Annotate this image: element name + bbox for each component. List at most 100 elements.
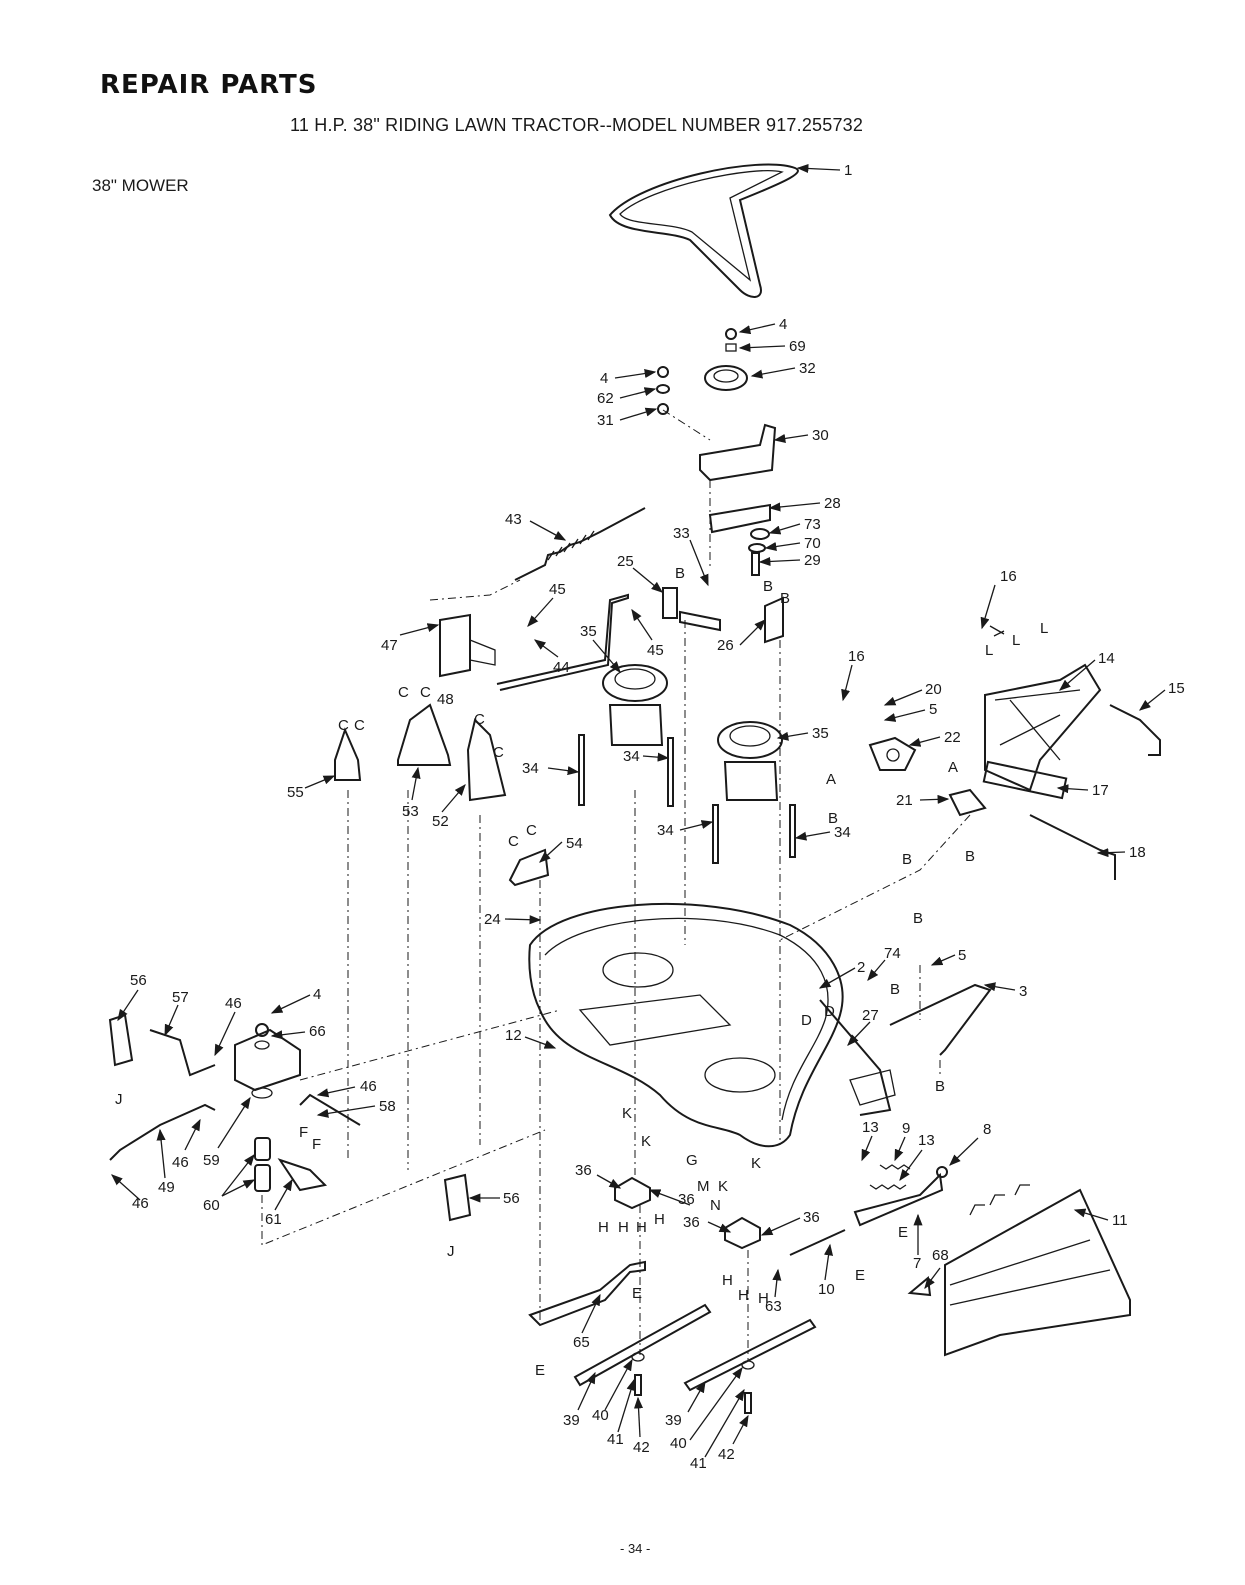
ref-letter: C bbox=[420, 684, 431, 701]
callout-4: 4 bbox=[313, 986, 321, 1003]
callout-41: 41 bbox=[607, 1431, 624, 1448]
ref-letter: F bbox=[312, 1136, 321, 1153]
callout-66: 66 bbox=[309, 1023, 326, 1040]
ref-letter: H bbox=[758, 1290, 769, 1307]
callout-11: 11 bbox=[1112, 1212, 1128, 1229]
callout-44: 44 bbox=[553, 659, 570, 676]
callout-17: 17 bbox=[1092, 782, 1109, 799]
ref-letter: K bbox=[751, 1155, 761, 1172]
callout-68: 68 bbox=[932, 1247, 949, 1264]
ref-letter: B bbox=[913, 910, 923, 927]
callout-8: 8 bbox=[983, 1121, 991, 1138]
callout-61: 61 bbox=[265, 1211, 282, 1228]
callout-32: 32 bbox=[799, 360, 816, 377]
ref-letter: C bbox=[338, 717, 349, 734]
callout-46: 46 bbox=[360, 1078, 377, 1095]
callout-34: 34 bbox=[623, 748, 640, 765]
callout-45: 45 bbox=[549, 581, 566, 598]
callout-35: 35 bbox=[580, 623, 597, 640]
callout-28: 28 bbox=[824, 495, 841, 512]
callout-7: 7 bbox=[913, 1255, 921, 1272]
callout-69: 69 bbox=[789, 338, 806, 355]
reference-letters: B B B L L L C C C C C C C C A A B B B B … bbox=[115, 565, 1048, 1379]
callout-26: 26 bbox=[717, 637, 734, 654]
ref-letter: H bbox=[636, 1219, 647, 1236]
callout-31: 31 bbox=[597, 412, 614, 429]
callout-43: 43 bbox=[505, 511, 522, 528]
callout-16: 16 bbox=[848, 648, 865, 665]
callout-36: 36 bbox=[803, 1209, 820, 1226]
ref-letter: C bbox=[526, 822, 537, 839]
ref-letter: B bbox=[965, 848, 975, 865]
callout-4: 4 bbox=[600, 370, 608, 387]
ref-letter: C bbox=[508, 833, 519, 850]
front-link-arm bbox=[889, 983, 992, 1056]
ref-letter: E bbox=[632, 1285, 642, 1302]
arm-bracket bbox=[439, 613, 496, 678]
lift-link-rod bbox=[496, 593, 629, 691]
spindle-pulley-right bbox=[717, 721, 783, 801]
ref-letter: H bbox=[738, 1287, 749, 1304]
ref-letter: B bbox=[763, 578, 773, 595]
ref-letter: K bbox=[641, 1133, 651, 1150]
left-linkage-parts bbox=[108, 1013, 472, 1222]
callout-34: 34 bbox=[657, 822, 674, 839]
ref-letter: E bbox=[535, 1362, 545, 1379]
ref-letter: E bbox=[855, 1267, 865, 1284]
assembly-lines bbox=[261, 409, 971, 1360]
callout-47: 47 bbox=[381, 637, 398, 654]
callout-22: 22 bbox=[944, 729, 961, 746]
ref-letter: A bbox=[826, 771, 836, 788]
page-number: - 34 - bbox=[620, 1541, 651, 1556]
ref-letter: G bbox=[686, 1152, 698, 1169]
callout-65: 65 bbox=[573, 1334, 590, 1351]
nut-washer-stack bbox=[656, 366, 670, 415]
ref-letter: J bbox=[115, 1091, 123, 1108]
callout-35: 35 bbox=[812, 725, 829, 742]
callout-5: 5 bbox=[958, 947, 966, 964]
callout-41: 41 bbox=[690, 1455, 707, 1472]
callout-59: 59 bbox=[203, 1152, 220, 1169]
mount-plates bbox=[662, 587, 784, 644]
callout-29: 29 bbox=[804, 552, 821, 569]
page-title: REPAIR PARTS bbox=[100, 70, 318, 100]
callout-36: 36 bbox=[678, 1191, 695, 1208]
ref-letter: H bbox=[654, 1211, 665, 1228]
ref-letter: B bbox=[780, 590, 790, 607]
ref-letter: N bbox=[710, 1197, 721, 1214]
callout-46: 46 bbox=[225, 995, 242, 1012]
callout-25: 25 bbox=[617, 553, 634, 570]
callout-5: 5 bbox=[929, 701, 937, 718]
section-title: 38" MOWER bbox=[92, 176, 189, 195]
spindle-pulley-left bbox=[602, 664, 668, 746]
ref-letter: C bbox=[354, 717, 365, 734]
ref-letter: L bbox=[985, 642, 993, 659]
callout-20: 20 bbox=[925, 681, 942, 698]
ref-letter: B bbox=[902, 851, 912, 868]
callout-18: 18 bbox=[1129, 844, 1146, 861]
callout-42: 42 bbox=[633, 1439, 650, 1456]
callout-42: 42 bbox=[718, 1446, 735, 1463]
mower-deck-housing bbox=[528, 902, 896, 1148]
ref-letter: K bbox=[718, 1178, 728, 1195]
ref-letter: K bbox=[622, 1105, 632, 1122]
callout-3: 3 bbox=[1019, 983, 1027, 1000]
callout-56: 56 bbox=[503, 1190, 520, 1207]
ref-letter: C bbox=[474, 711, 485, 728]
callout-46: 46 bbox=[132, 1195, 149, 1212]
callout-12: 12 bbox=[505, 1027, 522, 1044]
ref-letter: L bbox=[1012, 632, 1020, 649]
rear-lift-assembly bbox=[868, 625, 1161, 880]
callout-74: 74 bbox=[884, 945, 901, 962]
callout-55: 55 bbox=[287, 784, 304, 801]
callout-13: 13 bbox=[862, 1119, 879, 1136]
extension-spring bbox=[514, 507, 646, 581]
callout-15: 15 bbox=[1168, 680, 1185, 697]
idler-pulley-assembly bbox=[699, 328, 777, 576]
callout-54: 54 bbox=[566, 835, 583, 852]
callout-49: 49 bbox=[158, 1179, 175, 1196]
callout-46: 46 bbox=[172, 1154, 189, 1171]
ref-letter: F bbox=[299, 1124, 308, 1141]
ref-letter: B bbox=[890, 981, 900, 998]
callout-34: 34 bbox=[522, 760, 539, 777]
